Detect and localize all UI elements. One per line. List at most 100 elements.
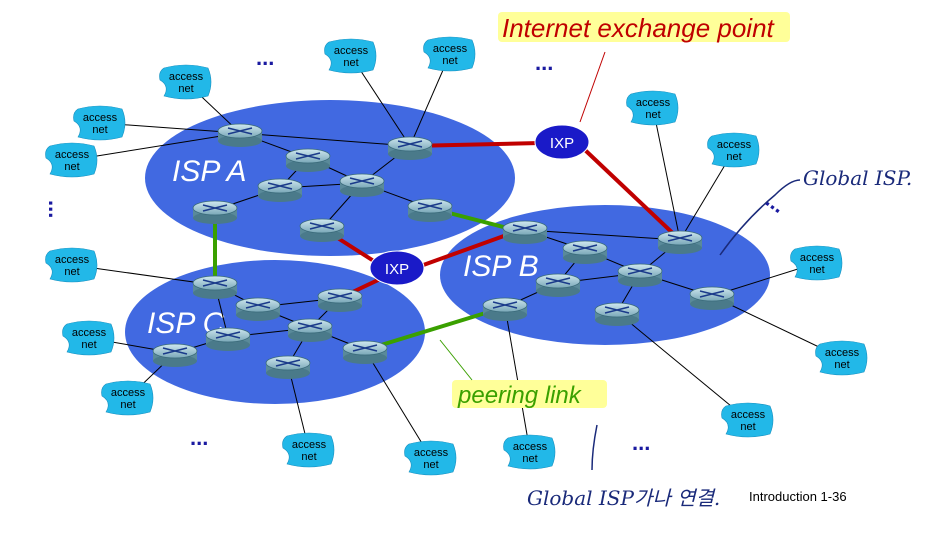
peering-callout-text: peering link bbox=[457, 382, 583, 409]
access-net-label-line2: net bbox=[726, 151, 741, 163]
access-net-label-line1: access bbox=[636, 97, 671, 109]
access-net-label-line2: net bbox=[809, 264, 824, 276]
ellipsis-left: ... bbox=[44, 200, 69, 218]
router-icon[interactable] bbox=[535, 273, 581, 297]
router-icon[interactable] bbox=[502, 220, 548, 244]
router-icon[interactable] bbox=[285, 148, 331, 172]
access-net-label-line2: net bbox=[423, 459, 438, 471]
access-net-label-line1: access bbox=[72, 327, 107, 339]
router-icon[interactable] bbox=[287, 318, 333, 342]
slide-footer: Introduction 1-36 bbox=[749, 489, 847, 504]
access-net-label-line1: access bbox=[334, 45, 369, 57]
access-net-label-line2: net bbox=[645, 109, 660, 121]
router-icon[interactable] bbox=[205, 327, 251, 351]
access-net-label-line2: net bbox=[120, 399, 135, 411]
access-net-label-line2: net bbox=[64, 266, 79, 278]
access-net-label-line1: access bbox=[292, 439, 327, 451]
access-link bbox=[364, 349, 432, 459]
router-link bbox=[524, 229, 681, 241]
access-net-label-line2: net bbox=[834, 359, 849, 371]
ellipsis-top-left: ... bbox=[256, 45, 274, 70]
router-icon[interactable] bbox=[342, 340, 388, 364]
access-link bbox=[652, 107, 681, 241]
access-net-label-line1: access bbox=[800, 252, 835, 264]
access-net-label-line1: access bbox=[433, 43, 468, 55]
router-icon[interactable] bbox=[689, 286, 735, 310]
access-networks: accessnetaccessnetaccessnetaccessnetacce… bbox=[45, 36, 868, 476]
router-link bbox=[239, 132, 411, 147]
access-link bbox=[504, 306, 531, 453]
access-net-label-line1: access bbox=[731, 409, 766, 421]
ixp-node-top[interactable]: IXP bbox=[534, 124, 590, 160]
access-net-label-line1: access bbox=[83, 112, 118, 124]
router-icon[interactable] bbox=[617, 263, 663, 287]
ellipsis-bottom-left: ... bbox=[190, 425, 208, 450]
access-link bbox=[616, 311, 749, 421]
router-icon[interactable] bbox=[265, 355, 311, 379]
access-net-label-line1: access bbox=[414, 447, 449, 459]
router-icon[interactable] bbox=[339, 173, 385, 197]
isp-a-label: ISP A bbox=[172, 155, 246, 188]
router-icon[interactable] bbox=[235, 297, 281, 321]
router-icon[interactable] bbox=[257, 178, 303, 202]
router-icon[interactable] bbox=[217, 123, 263, 147]
router-icon[interactable] bbox=[657, 230, 703, 254]
access-net-label-line1: access bbox=[513, 441, 548, 453]
isp-b-label: ISP B bbox=[463, 250, 539, 283]
router-icon[interactable] bbox=[387, 136, 433, 160]
global-isp-note-annotation: Global ISP가나 연결. bbox=[527, 486, 720, 510]
access-net-label-line2: net bbox=[343, 57, 358, 69]
access-net-label-line1: access bbox=[717, 139, 752, 151]
global-isp-annotation: Global ISP. bbox=[803, 166, 912, 190]
router-icon[interactable] bbox=[299, 218, 345, 242]
ellipsis-top-right: ... bbox=[535, 50, 553, 75]
access-net-label-line2: net bbox=[81, 339, 96, 351]
access-net-label-line1: access bbox=[825, 347, 860, 359]
access-net-label-line1: access bbox=[55, 254, 90, 266]
ixp-callout: Internet exchange point bbox=[498, 12, 790, 123]
router-icon[interactable] bbox=[407, 198, 453, 222]
ixp-callout-text: Internet exchange point bbox=[502, 13, 776, 43]
access-net-label-line2: net bbox=[178, 83, 193, 95]
peering-callout: peering link bbox=[439, 339, 607, 409]
ixp-node-middle[interactable]: IXP bbox=[369, 250, 425, 286]
ixp-top-label: IXP bbox=[550, 135, 574, 152]
router-icon[interactable] bbox=[192, 200, 238, 224]
router-icon[interactable] bbox=[482, 297, 528, 321]
access-net-label-line2: net bbox=[740, 421, 755, 433]
ellipsis-bottom-right: ... bbox=[632, 430, 650, 455]
router-icon[interactable] bbox=[562, 240, 608, 264]
routers bbox=[152, 123, 735, 379]
access-net-label-line2: net bbox=[522, 453, 537, 465]
access-net-label-line2: net bbox=[64, 161, 79, 173]
access-net-label-line2: net bbox=[92, 124, 107, 136]
router-icon[interactable] bbox=[317, 288, 363, 312]
router-icon[interactable] bbox=[192, 275, 238, 299]
access-net-label-line2: net bbox=[301, 451, 316, 463]
ixp-middle-label: IXP bbox=[385, 261, 409, 278]
access-net-label-line1: access bbox=[55, 149, 90, 161]
handwritten-annotations: Global ISP. Global ISP가나 연결. bbox=[527, 166, 912, 510]
access-net-label-line1: access bbox=[169, 71, 204, 83]
access-net-label-line1: access bbox=[111, 387, 146, 399]
router-icon[interactable] bbox=[594, 302, 640, 326]
router-icon[interactable] bbox=[152, 343, 198, 367]
